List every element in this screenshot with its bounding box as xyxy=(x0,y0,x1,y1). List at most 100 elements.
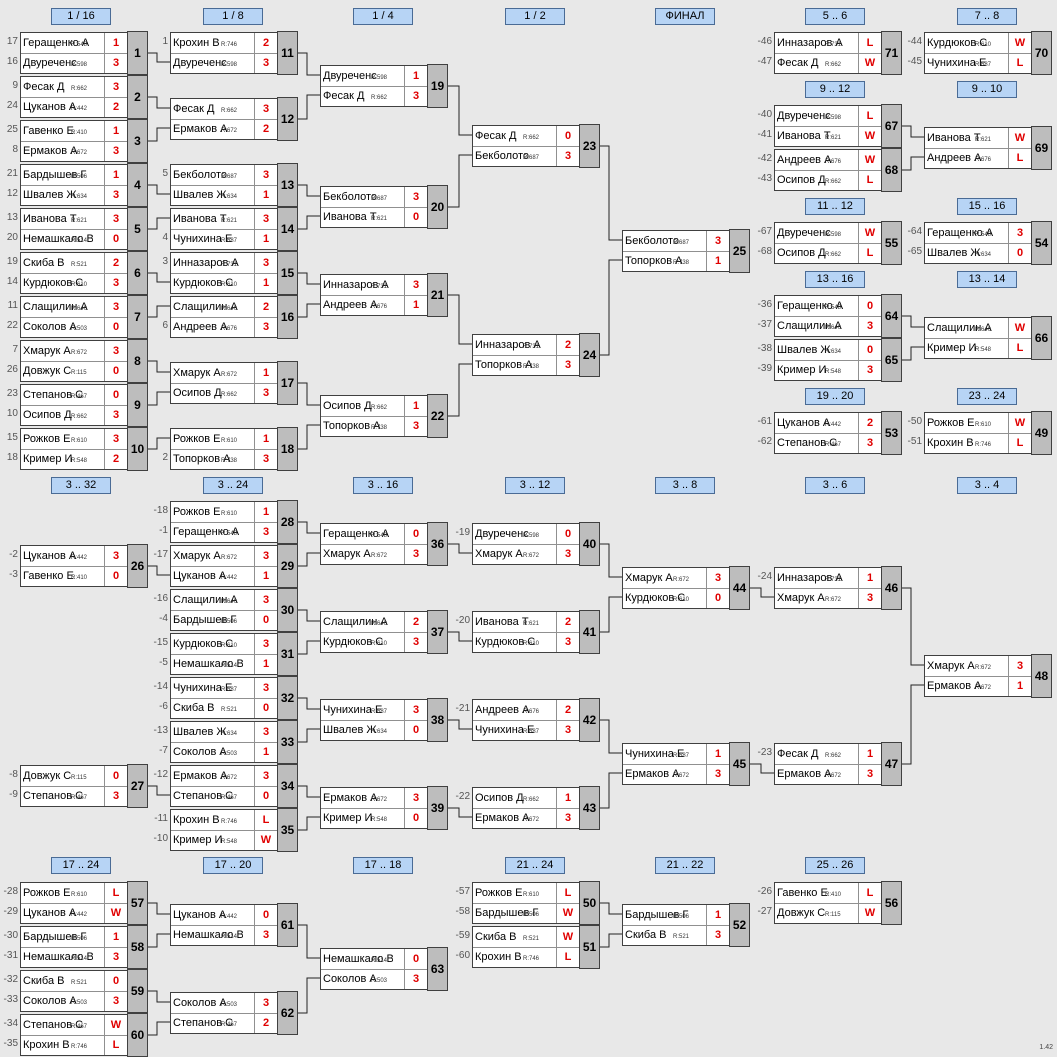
match-65[interactable]: Швалев ЖR:6340Кример ИR:548365 xyxy=(774,338,902,382)
player-row[interactable]: Немашкало ВR:5143 xyxy=(171,925,277,945)
match-52[interactable]: Бардышев ГR:5061Скиба ВR:521352 xyxy=(622,903,750,947)
match-6[interactable]: Скиба ВR:5212Курдюков СR:61036 xyxy=(20,251,148,295)
player-row[interactable]: Андреев АR:6761 xyxy=(321,295,427,315)
player-row[interactable]: Осипов ДR:6621 xyxy=(321,396,427,417)
player-row[interactable]: Соколов АR:5030 xyxy=(21,317,127,337)
match-13[interactable]: БекболотоR:6873Швалев ЖR:634113 xyxy=(170,163,298,207)
player-row[interactable]: Иванова ТR:621W xyxy=(775,126,881,146)
player-row[interactable]: Андреев АR:6763 xyxy=(171,317,277,337)
player-row[interactable]: Рожков ЕR:610W xyxy=(925,413,1031,434)
match-70[interactable]: Курдюков СR:610WЧунихина ЕR:687L70 xyxy=(924,31,1052,75)
match-43[interactable]: Осипов ДR:6621Ермаков АR:672343 xyxy=(472,786,600,830)
player-row[interactable]: Рожков ЕR:6101 xyxy=(171,502,277,523)
match-71[interactable]: Инназаров АR:731LФесак ДR:662W71 xyxy=(774,31,902,75)
match-38[interactable]: Чунихина ЕR:6873Швалев ЖR:634038 xyxy=(320,698,448,742)
player-row[interactable]: Соколов АR:5033 xyxy=(21,991,127,1011)
player-row[interactable]: Степанов СR:4670 xyxy=(171,786,277,806)
player-row[interactable]: Чунихина ЕR:687L xyxy=(925,53,1031,73)
match-32[interactable]: Чунихина ЕR:6873Скиба ВR:521032 xyxy=(170,676,298,720)
match-19[interactable]: ДвуреченсR:5981Фесак ДR:662319 xyxy=(320,64,448,108)
player-row[interactable]: Ермаков АR:6723 xyxy=(21,141,127,161)
player-row[interactable]: Немашкало ВR:5140 xyxy=(21,229,127,249)
player-row[interactable]: Рожков ЕR:610L xyxy=(473,883,579,904)
player-row[interactable]: Чунихина ЕR:6871 xyxy=(171,229,277,249)
player-row[interactable]: Ермаков АR:6723 xyxy=(171,766,277,787)
player-row[interactable]: Гавенко ЕR:4100 xyxy=(21,566,127,586)
player-row[interactable]: Инназаров АR:7313 xyxy=(321,275,427,296)
match-50[interactable]: Рожков ЕR:610LБардышев ГR:506W50 xyxy=(472,881,600,925)
match-41[interactable]: Иванова ТR:6212Курдюков СR:610341 xyxy=(472,610,600,654)
match-3[interactable]: Гавенко ЕR:4101Ермаков АR:67233 xyxy=(20,119,148,163)
player-row[interactable]: Соколов АR:5033 xyxy=(171,993,277,1014)
match-34[interactable]: Ермаков АR:6723Степанов СR:467034 xyxy=(170,764,298,808)
player-row[interactable]: Бардышев ГR:5061 xyxy=(21,165,127,186)
player-row[interactable]: Осипов ДR:6621 xyxy=(473,788,579,809)
player-row[interactable]: Слащилин АR:640W xyxy=(925,318,1031,339)
player-row[interactable]: Инназаров АR:731L xyxy=(775,33,881,54)
player-row[interactable]: Ермаков АR:6723 xyxy=(775,764,881,784)
player-row[interactable]: ДвуреченсR:598W xyxy=(775,223,881,244)
match-62[interactable]: Соколов АR:5033Степанов СR:467262 xyxy=(170,991,298,1035)
player-row[interactable]: Скиба ВR:5212 xyxy=(21,253,127,274)
player-row[interactable]: Курдюков СR:6101 xyxy=(171,273,277,293)
player-row[interactable]: Кример ИR:5482 xyxy=(21,449,127,469)
player-row[interactable]: Хмарук АR:6723 xyxy=(21,341,127,362)
player-row[interactable]: Швалев ЖR:6343 xyxy=(21,185,127,205)
match-26[interactable]: Цуканов АR:4423Гавенко ЕR:410026 xyxy=(20,544,148,588)
match-10[interactable]: Рожков ЕR:6103Кример ИR:548210 xyxy=(20,427,148,471)
player-row[interactable]: Чунихина ЕR:6873 xyxy=(171,678,277,699)
player-row[interactable]: Бардышев ГR:506W xyxy=(473,903,579,923)
player-row[interactable]: Андреев АR:676W xyxy=(775,150,881,171)
player-row[interactable]: Швалев ЖR:6340 xyxy=(775,340,881,361)
player-row[interactable]: Иванова ТR:6212 xyxy=(473,612,579,633)
player-row[interactable]: Бардышев ГR:5060 xyxy=(171,610,277,630)
player-row[interactable]: Фесак ДR:6623 xyxy=(171,99,277,120)
player-row[interactable]: Инназаров АR:7311 xyxy=(775,568,881,589)
match-7[interactable]: Слащилин АR:6403Соколов АR:50307 xyxy=(20,295,148,339)
player-row[interactable]: Чунихина ЕR:6873 xyxy=(321,700,427,721)
match-57[interactable]: Рожков ЕR:610LЦуканов АR:442W57 xyxy=(20,881,148,925)
player-row[interactable]: Андреев АR:676L xyxy=(925,148,1031,168)
match-27[interactable]: Довжук СR:1150Степанов СR:467327 xyxy=(20,764,148,808)
match-12[interactable]: Фесак ДR:6623Ермаков АR:672212 xyxy=(170,97,298,141)
match-4[interactable]: Бардышев ГR:5061Швалев ЖR:63434 xyxy=(20,163,148,207)
player-row[interactable]: Топорков АR:7383 xyxy=(171,449,277,469)
match-67[interactable]: ДвуреченсR:598LИванова ТR:621W67 xyxy=(774,104,902,148)
player-row[interactable]: Хмарук АR:6723 xyxy=(473,544,579,564)
player-row[interactable]: Крохин ВR:7462 xyxy=(171,33,277,54)
player-row[interactable]: Швалев ЖR:6340 xyxy=(925,243,1031,263)
player-row[interactable]: Геращенко АR:5483 xyxy=(171,522,277,542)
player-row[interactable]: Иванова ТR:6213 xyxy=(171,209,277,230)
match-1[interactable]: Геращенко АR:5481ДвуреченсR:59831 xyxy=(20,31,148,75)
player-row[interactable]: Слащилин АR:6403 xyxy=(171,590,277,611)
match-20[interactable]: БекболотоR:6873Иванова ТR:621020 xyxy=(320,185,448,229)
player-row[interactable]: Чунихина ЕR:6873 xyxy=(473,720,579,740)
player-row[interactable]: Слащилин АR:6402 xyxy=(321,612,427,633)
player-row[interactable]: БекболотоR:6873 xyxy=(473,146,579,166)
player-row[interactable]: ДвуреченсR:598L xyxy=(775,106,881,127)
player-row[interactable]: Немашкало ВR:5140 xyxy=(321,949,427,970)
match-25[interactable]: БекболотоR:6873Топорков АR:738125 xyxy=(622,229,750,273)
player-row[interactable]: Степанов СR:467W xyxy=(21,1015,127,1036)
player-row[interactable]: Рожков ЕR:6103 xyxy=(21,429,127,450)
match-51[interactable]: Скиба ВR:521WКрохин ВR:746L51 xyxy=(472,925,600,969)
player-row[interactable]: Осипов ДR:662L xyxy=(775,243,881,263)
player-row[interactable]: Немашкало ВR:5141 xyxy=(171,654,277,674)
match-44[interactable]: Хмарук АR:6723Курдюков СR:610044 xyxy=(622,566,750,610)
match-9[interactable]: Степанов СR:4670Осипов ДR:66239 xyxy=(20,383,148,427)
match-54[interactable]: Геращенко АR:5483Швалев ЖR:634054 xyxy=(924,221,1052,265)
player-row[interactable]: Фесак ДR:662W xyxy=(775,53,881,73)
match-48[interactable]: Хмарук АR:6723Ермаков АR:672148 xyxy=(924,654,1052,698)
player-row[interactable]: Слащилин АR:6403 xyxy=(21,297,127,318)
player-row[interactable]: Степанов СR:4672 xyxy=(171,1013,277,1033)
match-36[interactable]: Геращенко АR:5480Хмарук АR:672336 xyxy=(320,522,448,566)
player-row[interactable]: Осипов ДR:662L xyxy=(775,170,881,190)
match-46[interactable]: Инназаров АR:7311Хмарук АR:672346 xyxy=(774,566,902,610)
player-row[interactable]: Иванова ТR:6213 xyxy=(21,209,127,230)
player-row[interactable]: Ермаков АR:6723 xyxy=(321,788,427,809)
match-22[interactable]: Осипов ДR:6621Топорков АR:738322 xyxy=(320,394,448,438)
match-37[interactable]: Слащилин АR:6402Курдюков СR:610337 xyxy=(320,610,448,654)
match-17[interactable]: Хмарук АR:6721Осипов ДR:662317 xyxy=(170,361,298,405)
player-row[interactable]: Геращенко АR:5483 xyxy=(925,223,1031,244)
match-21[interactable]: Инназаров АR:7313Андреев АR:676121 xyxy=(320,273,448,317)
